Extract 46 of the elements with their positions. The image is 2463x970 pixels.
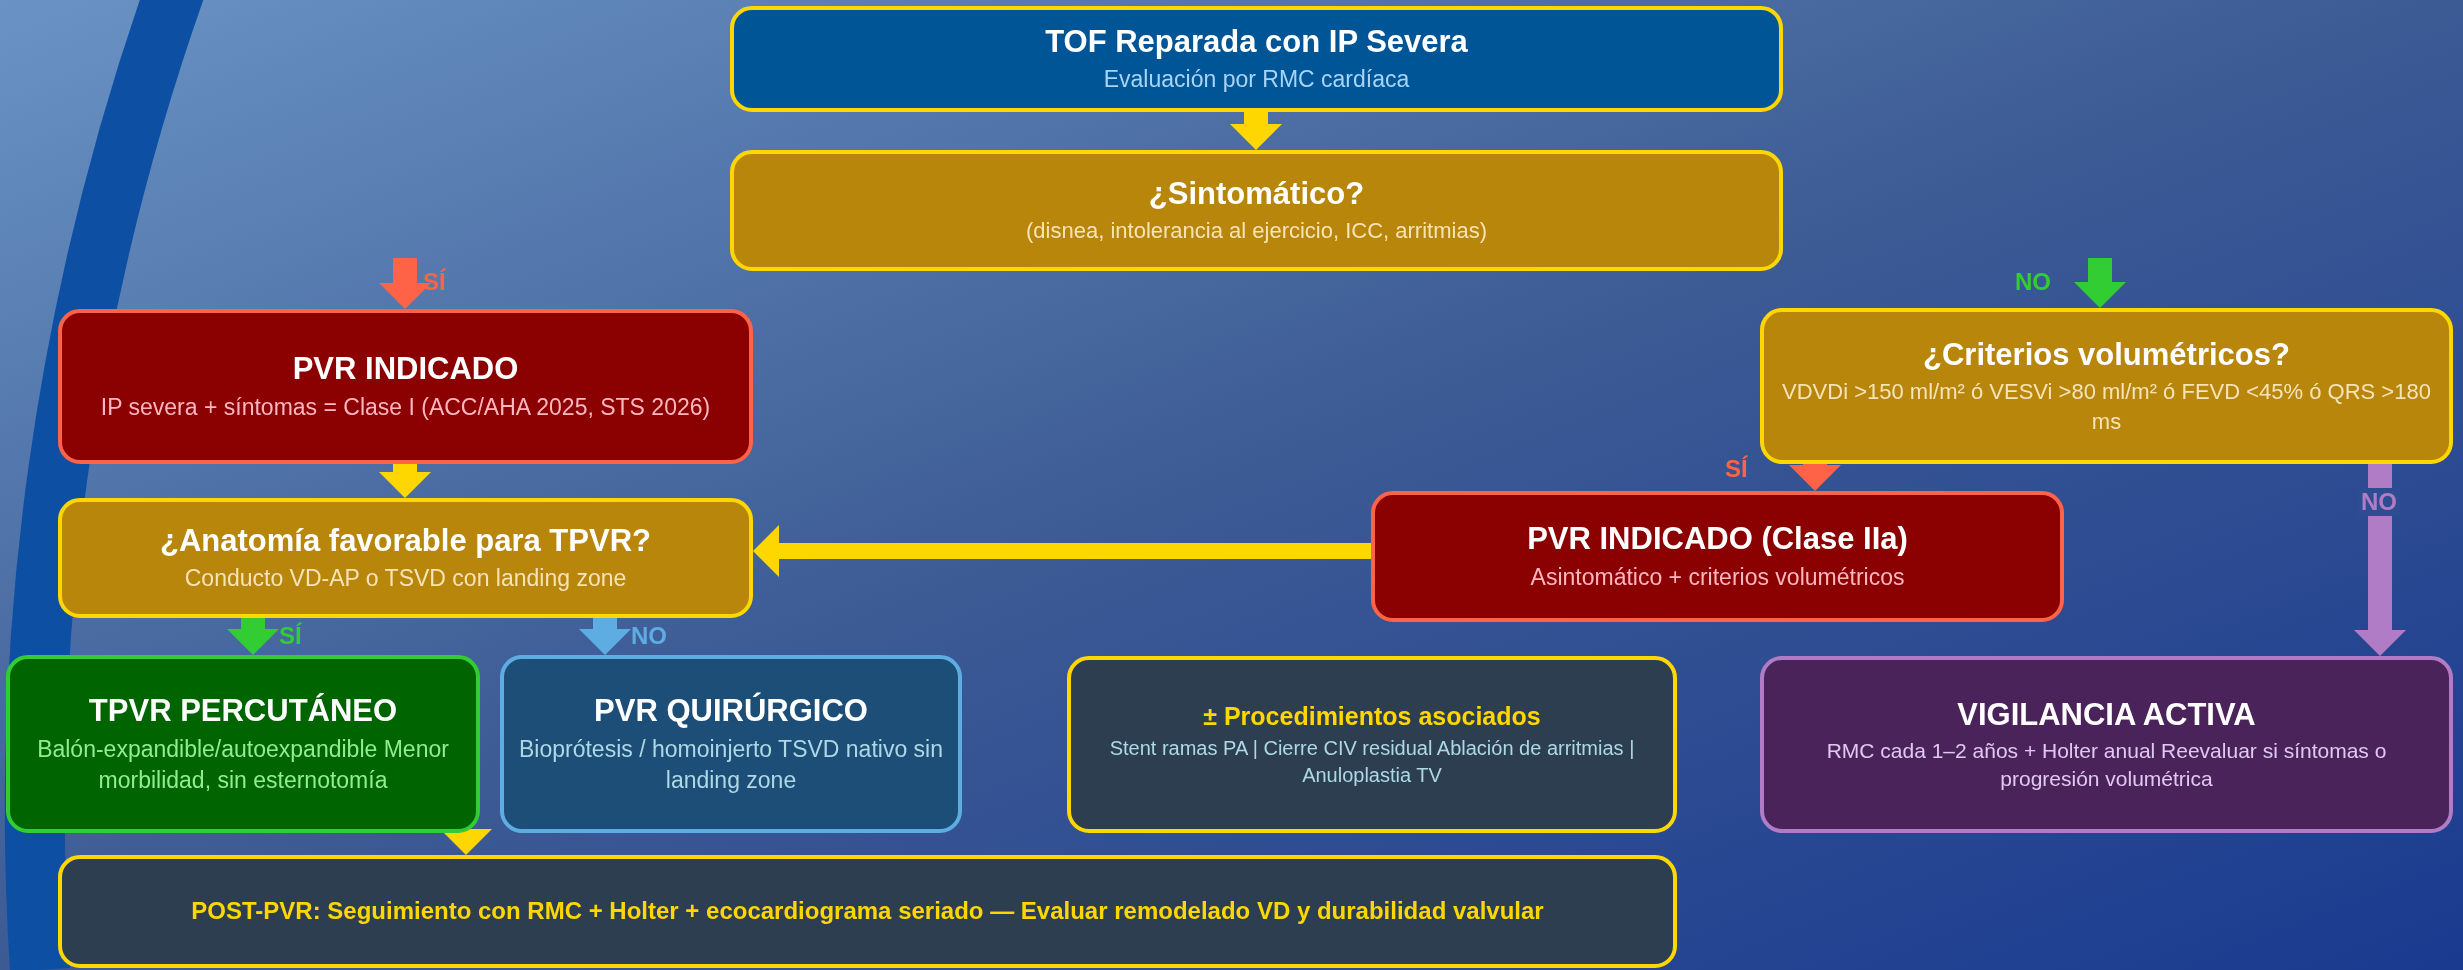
decision-box	[58, 498, 753, 618]
result-box	[1760, 656, 2453, 833]
edge-label: SÍ	[278, 622, 303, 650]
result-box	[1371, 491, 2064, 622]
box-title: POST-PVR: Seguimiento con RMC + Holter + ecocardiograma seriado — Evaluar remodelado VD y durabilidad valvular	[191, 897, 1544, 926]
box-title: ¿Sintomático?	[1148, 175, 1365, 213]
arrow	[2074, 258, 2126, 308]
treatment-box	[500, 655, 962, 833]
arrow	[2354, 464, 2406, 656]
box-title: ¿Criterios volumétricos?	[1923, 335, 2290, 373]
edge-label: SÍ	[422, 268, 447, 296]
box-description: Stent ramas PA | Cierre CIV residual Ablación de arritmias | Anuloplastia TV	[1108, 735, 1636, 788]
arrow	[579, 618, 631, 655]
box-description: Conducto VD-AP o TSVD con landing zone	[184, 564, 627, 594]
decision-box	[730, 150, 1783, 271]
decision-box	[1760, 308, 2453, 464]
arrow	[1789, 464, 1841, 491]
box-description: IP severa + síntomas = Clase I (ACC/AHA 2025, STS 2026)	[100, 392, 711, 422]
box-title: PVR INDICADO (Clase IIa)	[1527, 520, 1908, 558]
edge-label: NO	[630, 622, 668, 650]
process-box	[730, 6, 1783, 112]
followup-box	[58, 855, 1677, 968]
box-description: RMC cada 1–2 años + Holter anual Reevaluar si síntomas o progresión volumétrica	[1825, 737, 2388, 793]
box-description: Asintomático + criterios volumétricos	[1530, 562, 1905, 592]
box-title: PVR QUIRÚRGICO	[594, 692, 868, 730]
box-title: PVR INDICADO	[292, 350, 519, 388]
arrow	[1230, 112, 1282, 150]
box-description: Evaluación por RMC cardíaca	[1103, 65, 1410, 95]
box-description: VDVDi >150 ml/m² ó VESVi >80 ml/m² ó FEVD <45% ó QRS >180 ms	[1781, 377, 2432, 436]
edge-label: NO	[2014, 268, 2052, 296]
result-box	[58, 309, 753, 464]
box-description: Balón-expandible/autoexpandible Menor morbilidad, sin esternotomía	[36, 734, 450, 795]
arrow	[753, 525, 1371, 577]
arrow	[379, 258, 431, 309]
box-title: TPVR PERCUTÁNEO	[88, 692, 398, 730]
box-title: TOF Reparada con IP Severa	[1045, 22, 1468, 61]
note-box	[1067, 656, 1677, 833]
box-title: ¿Anatomía favorable para TPVR?	[160, 521, 651, 560]
arrow	[379, 464, 431, 498]
box-title: ± Procedimientos asociados	[1203, 700, 1541, 731]
treatment-box	[6, 655, 480, 833]
box-title: VIGILANCIA ACTIVA	[1957, 695, 2256, 733]
edge-label: SÍ	[1724, 455, 1749, 483]
box-description: (disnea, intolerancia al ejercicio, ICC, arritmias)	[1026, 217, 1487, 246]
arrow	[227, 618, 279, 655]
box-description: Bioprótesis / homoinjerto TSVD nativo sin landing zone	[518, 734, 944, 795]
